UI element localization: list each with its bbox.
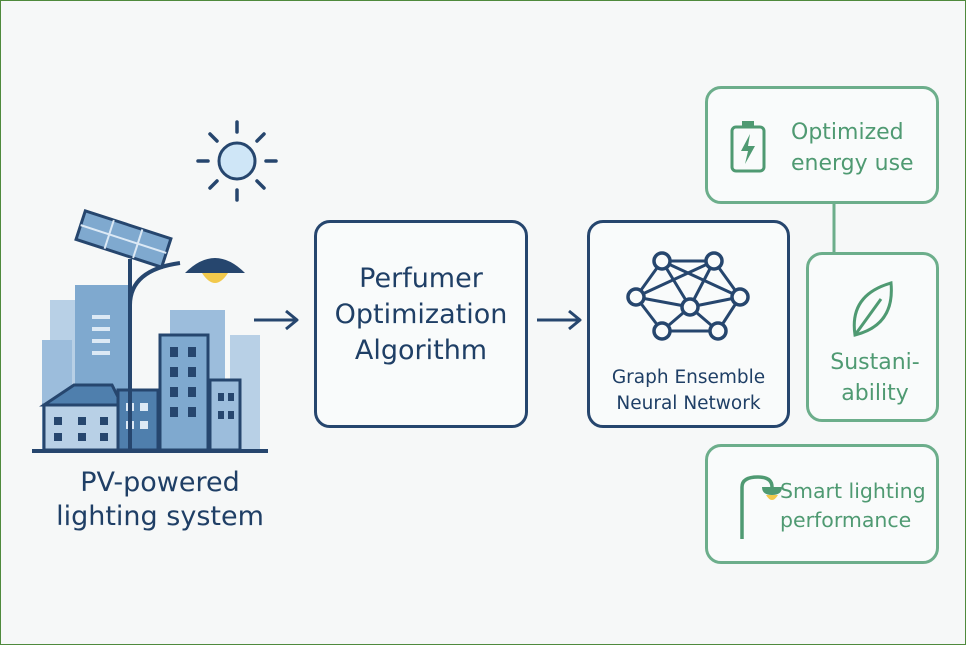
algorithm-label: Perfumer Optimization Algorithm <box>334 263 508 366</box>
connector-line <box>832 204 836 254</box>
network-node: Graph Ensemble Neural Network <box>587 220 790 428</box>
outcome-sustainability-label: Sustani-ability <box>830 350 920 406</box>
arrow-icon <box>537 309 582 331</box>
sun-icon <box>196 120 278 202</box>
street-lamp-icon <box>740 475 782 539</box>
battery-icon <box>730 121 766 173</box>
outcome-sustainability: Sustani-ability <box>806 252 939 422</box>
outcome-lighting-label: Smart lighting performance <box>780 479 926 532</box>
algorithm-node: Perfumer Optimization Algorithm <box>314 220 528 428</box>
network-label: Graph Ensemble Neural Network <box>611 367 766 414</box>
arrow-icon <box>254 309 299 331</box>
leaf-icon <box>852 281 893 337</box>
pv-city-illustration <box>32 208 268 453</box>
pv-system-label: PV-powered lighting system <box>56 467 264 532</box>
outcome-lighting: Smart lighting performance <box>705 444 939 564</box>
outcome-energy: Optimized energy use <box>705 86 939 204</box>
neural-network-icon <box>626 251 750 341</box>
outcome-energy-label: Optimized energy use <box>791 120 914 176</box>
